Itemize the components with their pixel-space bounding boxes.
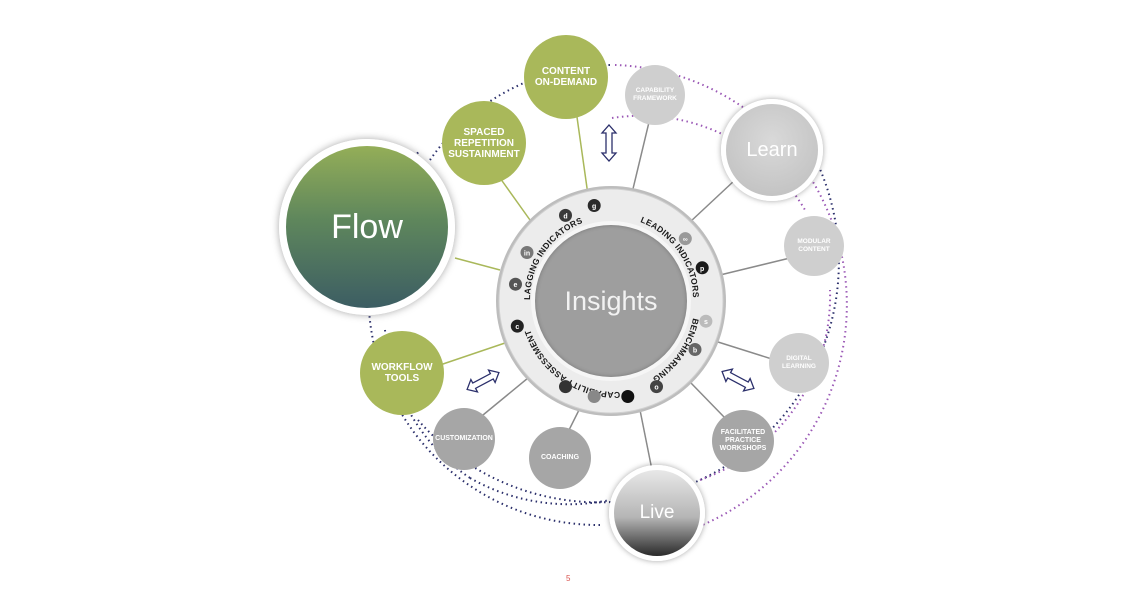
ring-logo-icon [650,380,663,394]
coaching-node: COACHING [529,427,591,489]
connector-flow [454,257,501,271]
ring-logo-glyph: b [693,348,697,355]
ring-logo-glyph: s [704,319,708,326]
double-arrow-left [466,369,500,393]
flow-node: Flow [279,139,455,315]
learn-label: Learn [746,138,798,161]
ring-logo-glyph: p [700,266,704,273]
content-on-demand-node: CONTENT ON-DEMAND [524,35,608,119]
flow-label: Flow [331,207,403,246]
live-label: Live [639,502,675,523]
connector-workflow [439,342,506,366]
connector-modular [719,257,791,276]
insights-label: Insights [564,285,658,316]
capability-framework-label: CAPABILITY FRAMEWORK [633,87,677,102]
ring-logo-icon [510,319,524,333]
learn-node: Learn [721,99,823,201]
facilitated-practice-node: FACILITATED PRACTICE WORKSHOPS [712,410,774,472]
ring-icons: d g in e c ∞ p s b o [509,199,713,403]
workflow-tools-label: WORKFLOW TOOLS [371,362,433,384]
ring-logo-glyph: e [514,282,518,289]
connector-facilitated [689,381,726,419]
connector-customization [482,377,529,416]
ring-logo-glyph: ∞ [683,237,688,244]
outer-orbit-purple [614,64,848,531]
outer-orbit-dark-top [429,64,611,161]
digital-learning-node: DIGITAL LEARNING [769,333,829,393]
ring-logo-glyph: d [563,213,567,220]
connector-capability [631,117,651,194]
ring-logo-icon [688,343,702,356]
ring-logo-icon [699,314,713,328]
coaching-label: COACHING [540,454,580,461]
digital-learning-label: DIGITAL LEARNING [782,355,816,370]
connector-content [575,109,589,196]
double-arrow-right [721,368,755,392]
content-on-demand-label: CONTENT ON-DEMAND [534,66,598,88]
ring-logo-icon [678,232,692,246]
customization-label: CUSTOMIZATION [435,435,493,442]
ring-logo-icon [587,390,601,403]
ring-logo-icon [509,277,522,291]
ring-logo-icon [559,380,572,394]
connector-learn [689,179,736,223]
connector-digital [717,341,776,361]
ring-logo-icon [520,246,534,259]
ring-logo-glyph: g [592,204,596,211]
ring-logo-glyph: o [654,385,658,392]
spaced-repetition-node: SPACED REPETITION SUSTAINMENT [442,101,526,185]
double-arrow-top [600,124,618,162]
connector-spaced [499,177,531,221]
ring-logo-glyph: c [515,324,519,331]
insights-center: Insights [535,225,687,377]
page-number: 5 [566,574,571,583]
ring-logo-icon [559,208,572,222]
connector-live [639,409,653,471]
live-node: Live [609,465,705,561]
capability-framework-node: CAPABILITY FRAMEWORK [625,65,685,125]
customization-node: CUSTOMIZATION [433,408,495,470]
ring-logo-icon [695,261,709,275]
spaced-repetition-label: SPACED REPETITION SUSTAINMENT [448,126,520,160]
ring-logo-icon [587,199,601,212]
outer-orbit-dark [417,104,840,504]
ring-logo-glyph: in [524,251,530,258]
ring-logo-icon [621,390,635,403]
workflow-tools-node: WORKFLOW TOOLS [360,331,444,415]
modular-content-node: MODULAR CONTENT [784,216,844,276]
modular-content-label: MODULAR CONTENT [797,238,831,253]
facilitated-practice-label: FACILITATED PRACTICE WORKSHOPS [719,429,767,452]
